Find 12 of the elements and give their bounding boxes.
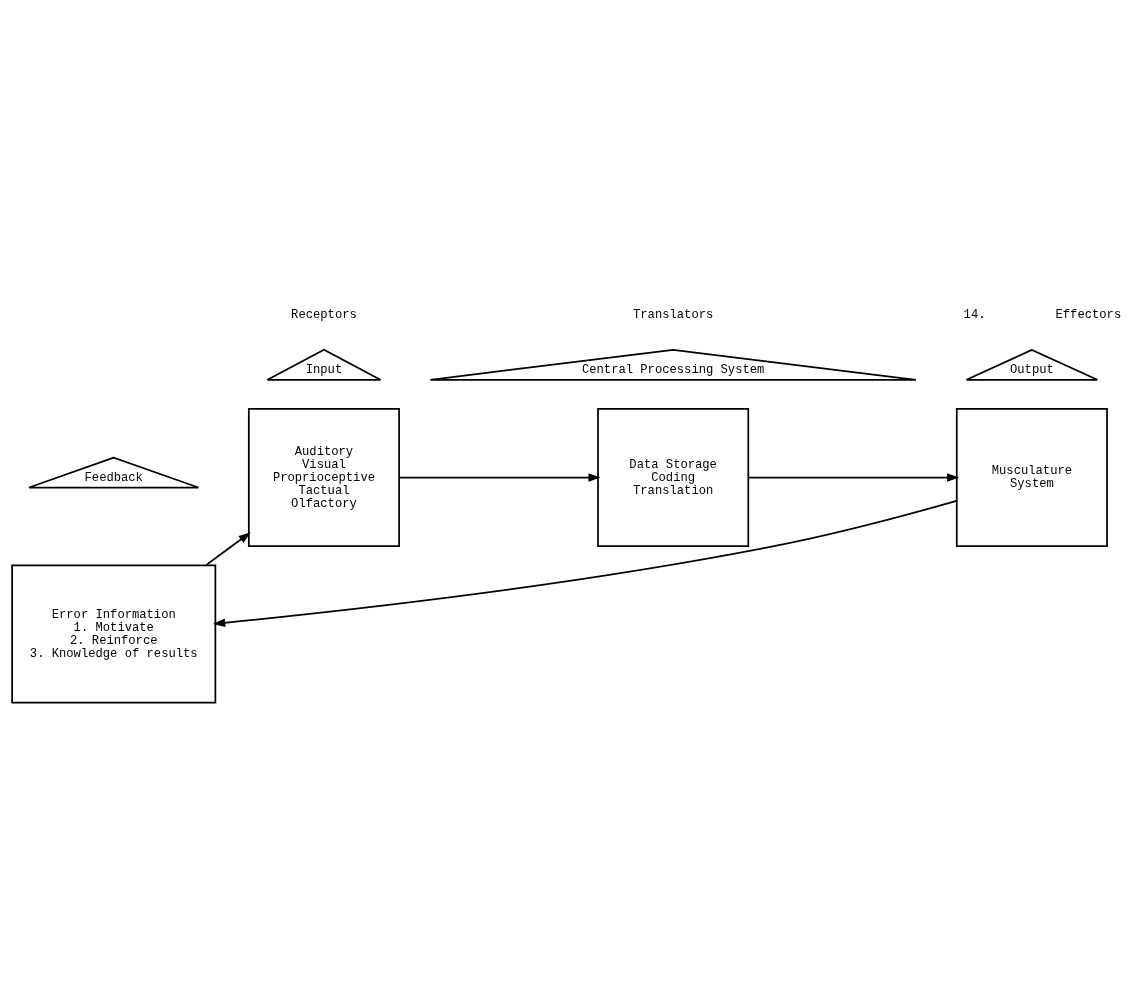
node-box: Error Information 1. Motivate 2. Reinforce 3. Knowledge of results bbox=[11, 563, 217, 703]
node-label: Effectors bbox=[1055, 307, 1122, 322]
arrow bbox=[205, 531, 251, 566]
node-label: Translators bbox=[633, 307, 714, 322]
node-box: Musculature System bbox=[955, 407, 1108, 547]
node-label: Receptors bbox=[291, 307, 357, 322]
label: 14. bbox=[963, 307, 986, 322]
node-box: Data Storage Coding Translation bbox=[597, 407, 750, 547]
arrow bbox=[747, 472, 960, 482]
node-box: Auditory Visual Proprioceptive Tactual Olfactory bbox=[247, 407, 400, 547]
arrow bbox=[213, 499, 958, 627]
arrow bbox=[398, 472, 601, 482]
